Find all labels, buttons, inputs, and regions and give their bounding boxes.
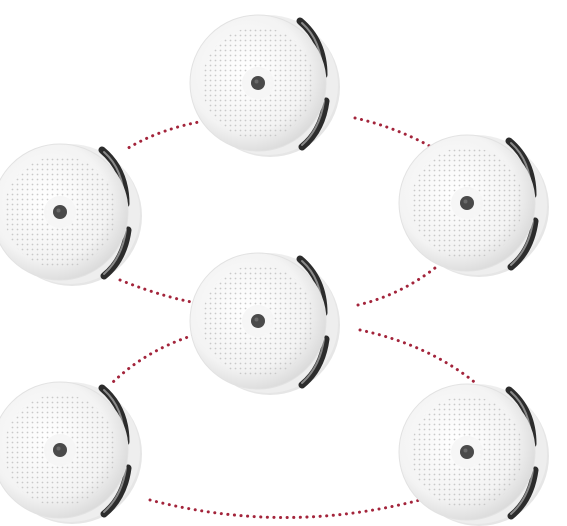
detector-top <box>190 15 340 157</box>
detector-center <box>190 253 340 395</box>
link-right-center <box>356 266 437 307</box>
detector-right <box>399 135 549 277</box>
link-center-lower-right <box>358 328 480 387</box>
detector-bottom-right <box>399 384 549 526</box>
detector-left <box>0 144 142 286</box>
link-top-left <box>123 118 212 152</box>
link-bottom <box>148 498 422 519</box>
detector-bottom-left <box>0 382 142 524</box>
link-top-right <box>353 116 442 154</box>
